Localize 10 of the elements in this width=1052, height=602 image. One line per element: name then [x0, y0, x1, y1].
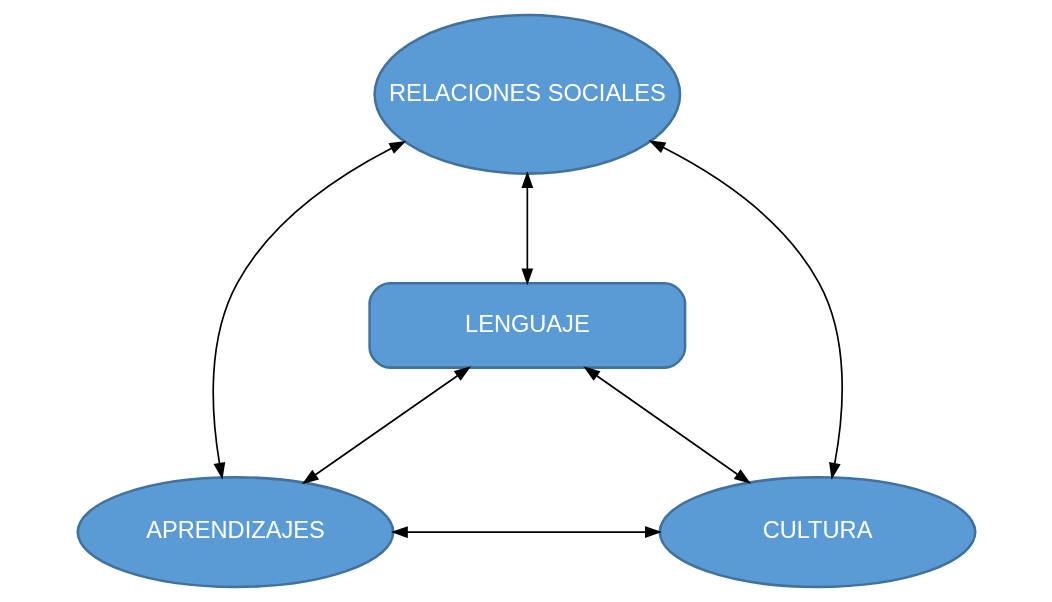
node-ellipse: RELACIONES SOCIALES	[372, 13, 681, 175]
arrow	[648, 140, 843, 480]
node-ellipse: CULTURA	[658, 476, 976, 589]
arrow	[582, 366, 751, 484]
arrow	[520, 171, 533, 286]
arrow	[390, 526, 662, 539]
node-ellipse: APRENDIZAJES	[76, 476, 394, 589]
arrow	[211, 140, 406, 480]
node-box: LENGUAJE	[367, 282, 686, 369]
arrow	[301, 366, 471, 485]
